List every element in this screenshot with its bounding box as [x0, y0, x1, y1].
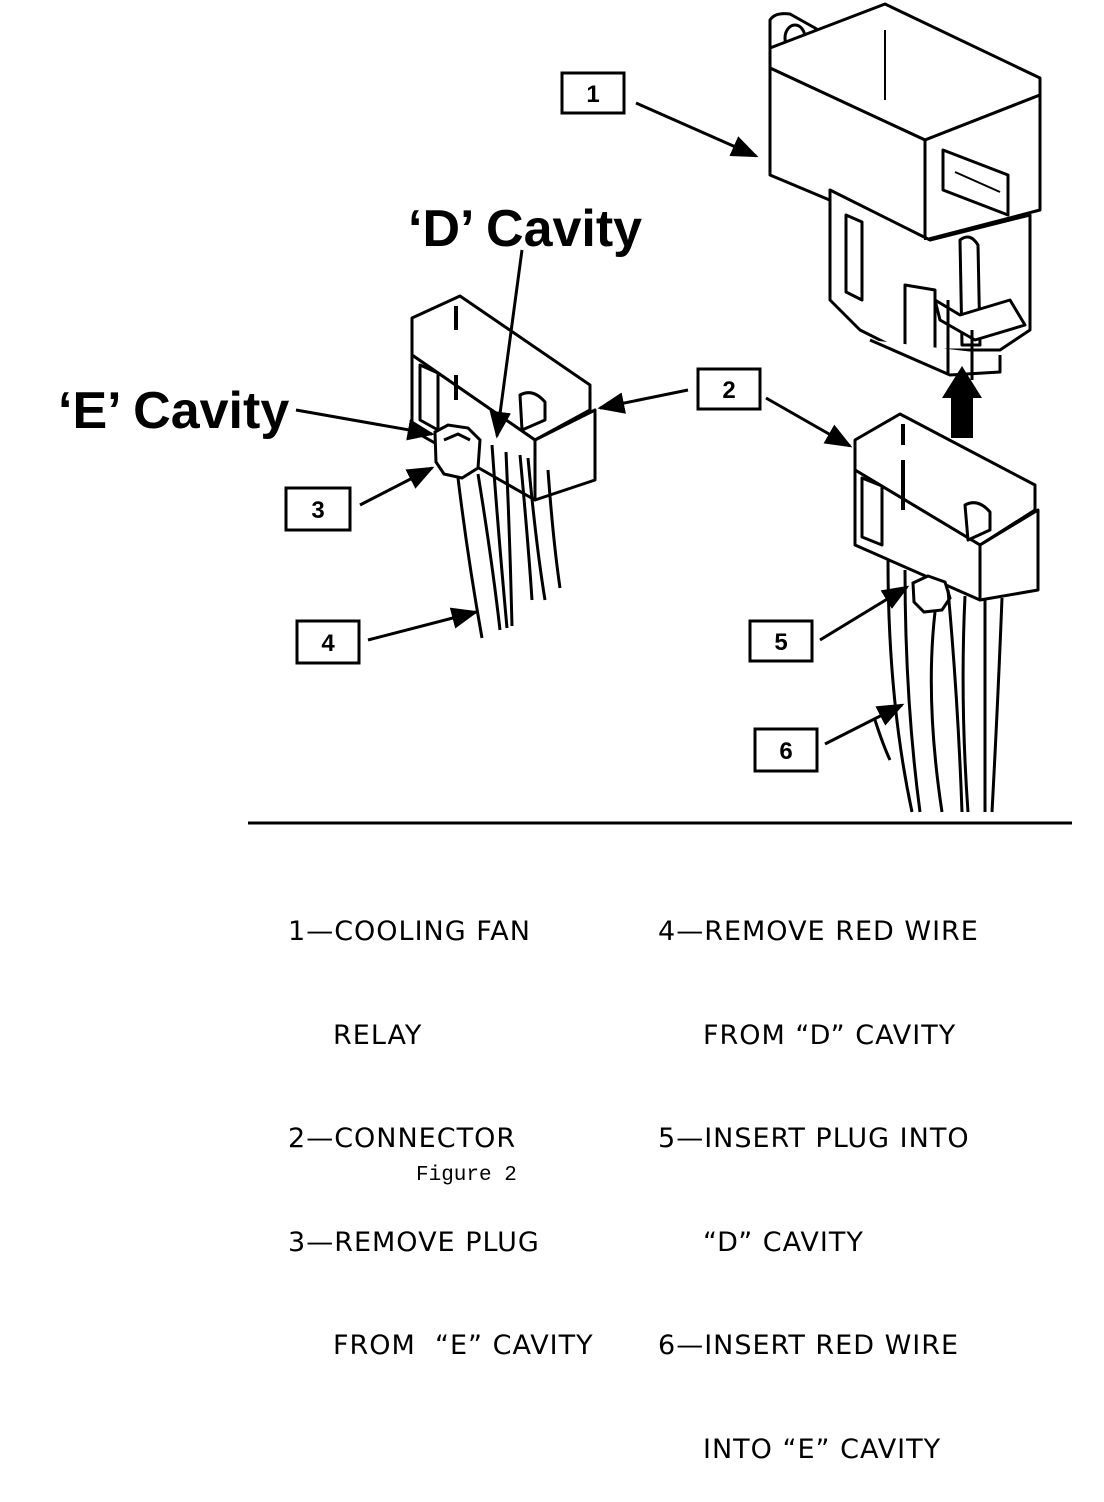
insert-arrow	[942, 366, 982, 438]
legend-item-5: 5—INSERT PLUG INTO	[658, 1123, 970, 1154]
figure-caption: Figure 2	[416, 1164, 517, 1187]
legend-item-1: 1—COOLING FAN	[288, 916, 531, 947]
cooling-fan-relay	[768, 2, 1042, 377]
svg-text:6: 6	[779, 738, 792, 765]
legend-item-6-cont: INTO “E” CAVITY	[703, 1433, 942, 1465]
relay-pins	[946, 300, 974, 380]
wiring-diagram: 1 2 3 4 5 6 ‘D’ Cavity ‘E’ Cavity	[58, 2, 1072, 825]
callout-4: 4	[295, 619, 361, 665]
e-cavity-label: ‘E’ Cavity	[58, 382, 289, 440]
wires-left	[456, 444, 562, 639]
svg-text:2: 2	[722, 377, 735, 404]
legend-item-3-cont: FROM “E” CAVITY	[333, 1330, 594, 1361]
legend-item-6: 6—INSERT RED WIRE	[658, 1330, 960, 1361]
callout-1: 1	[560, 71, 626, 115]
connector-right	[853, 412, 1040, 602]
legend-column-right: 4—REMOVE RED WIRE FROM “D” CAVITY 5—INSE…	[658, 846, 979, 1502]
legend-item-4: 4—REMOVE RED WIRE	[658, 916, 979, 947]
svg-text:3: 3	[311, 497, 324, 524]
legend-item-1-cont: RELAY	[333, 1019, 423, 1051]
svg-text:4: 4	[321, 630, 335, 657]
legend-item-4-cont: FROM “D” CAVITY	[703, 1019, 957, 1051]
svg-text:5: 5	[774, 629, 787, 656]
svg-text:1: 1	[586, 81, 599, 108]
legend-item-2: 2—CONNECTOR	[288, 1123, 517, 1154]
plug-e-cavity	[433, 423, 482, 480]
plug-d-cavity	[911, 574, 952, 614]
callout-5: 5	[748, 619, 814, 663]
callout-3: 3	[284, 486, 352, 532]
legend-column-left: 1—COOLING FAN RELAY 2—CONNECTOR 3—REMOVE…	[288, 846, 594, 1398]
legend-item-3: 3—REMOVE PLUG	[288, 1226, 540, 1258]
d-cavity-label: ‘D’ Cavity	[408, 200, 642, 258]
callout-2: 2	[696, 367, 762, 411]
callout-6: 6	[753, 727, 819, 773]
legend-item-5-cont: “D” CAVITY	[703, 1226, 864, 1258]
leader-lines	[295, 101, 910, 746]
